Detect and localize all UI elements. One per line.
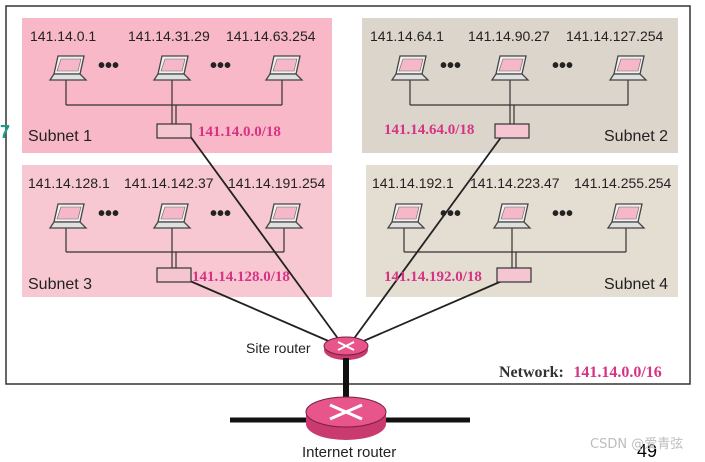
host-address: 141.14.255.254 <box>574 175 672 191</box>
network-label: Network: 141.14.0.0/16 <box>499 364 662 381</box>
subnet-4-switch <box>496 267 532 283</box>
subnet-3-block: 141.14.128.0/18 <box>192 269 290 285</box>
ellipsis: ••• <box>98 55 119 77</box>
subnet-3-switch <box>156 267 192 283</box>
subnet-2-wiring <box>409 80 629 124</box>
subnet-2-block: 141.14.64.0/18 <box>384 122 474 138</box>
internet-router-label: Internet router <box>302 444 396 461</box>
edge-mark: 7 <box>0 122 10 142</box>
host-address: 141.14.128.1 <box>28 175 110 191</box>
subnet-1-block: 141.14.0.0/18 <box>198 124 281 140</box>
subnet-1-wiring <box>65 80 283 124</box>
host-address: 141.14.63.254 <box>226 28 316 44</box>
subnet-4-block: 141.14.192.0/18 <box>384 269 482 285</box>
ellipsis: ••• <box>440 55 461 77</box>
host-address: 141.14.223.47 <box>470 175 560 191</box>
host-address: 141.14.90.27 <box>468 28 550 44</box>
subnet-3-wiring <box>65 228 285 268</box>
network-block: 141.14.0.0/16 <box>573 364 661 381</box>
subnet-4-wiring <box>403 228 627 268</box>
router-cross-icon <box>337 341 355 351</box>
ellipsis: ••• <box>210 55 231 77</box>
ellipsis: ••• <box>552 203 573 225</box>
subnet-1-switch <box>156 123 192 139</box>
ellipsis: ••• <box>210 203 231 225</box>
network-key: Network: <box>499 364 564 381</box>
subnet-4-label: Subnet 4 <box>604 276 668 293</box>
router-cross-icon <box>329 403 363 421</box>
site-router-label: Site router <box>246 340 311 356</box>
host-address: 141.14.31.29 <box>128 28 210 44</box>
host-address: 141.14.191.254 <box>228 175 326 191</box>
ellipsis: ••• <box>98 203 119 225</box>
host-address: 141.14.192.1 <box>372 175 454 191</box>
host-address: 141.14.127.254 <box>566 28 664 44</box>
subnet-2-switch <box>494 123 530 139</box>
subnet-2-label: Subnet 2 <box>604 128 668 145</box>
host-address: 141.14.142.37 <box>124 175 214 191</box>
subnet-3-label: Subnet 3 <box>28 276 92 293</box>
host-address: 141.14.0.1 <box>30 28 96 44</box>
subnet-1-label: Subnet 1 <box>28 128 92 145</box>
site-router <box>323 336 369 360</box>
ellipsis: ••• <box>440 203 461 225</box>
router-links <box>189 135 503 347</box>
internet-router <box>305 396 387 440</box>
ellipsis: ••• <box>552 55 573 77</box>
host-address: 141.14.64.1 <box>370 28 444 44</box>
watermark: CSDN @爱青弦 <box>590 436 683 452</box>
page-number: 49 <box>637 441 657 461</box>
